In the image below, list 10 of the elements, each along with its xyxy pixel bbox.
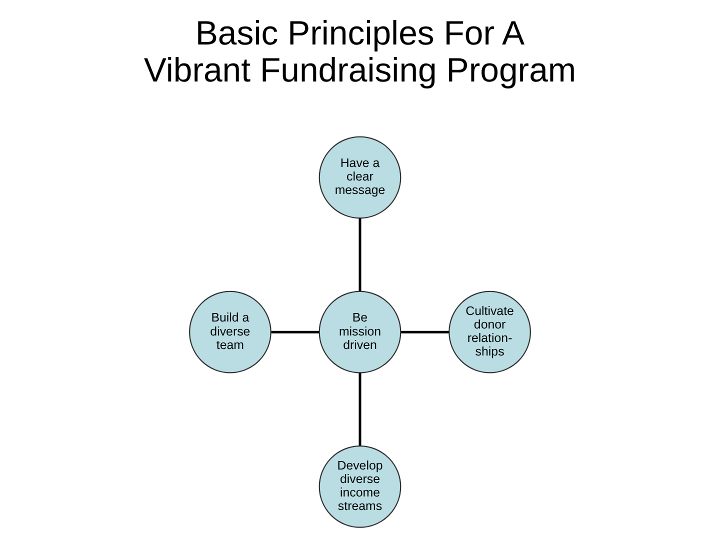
node-circle: Develop diverse income streams	[318, 446, 402, 528]
connector	[401, 330, 449, 334]
node-circle: Build a diverse team	[189, 290, 272, 374]
connector	[358, 218, 362, 291]
node-circle: Be mission driven	[318, 290, 402, 374]
node-circle: Cultivate donor relation- ships	[448, 290, 531, 374]
connector	[271, 330, 320, 334]
connector	[358, 372, 362, 446]
diagram-title: Basic Principles For A Vibrant Fundraising Program	[144, 14, 576, 90]
node-circle: Have a clear message	[318, 136, 402, 219]
